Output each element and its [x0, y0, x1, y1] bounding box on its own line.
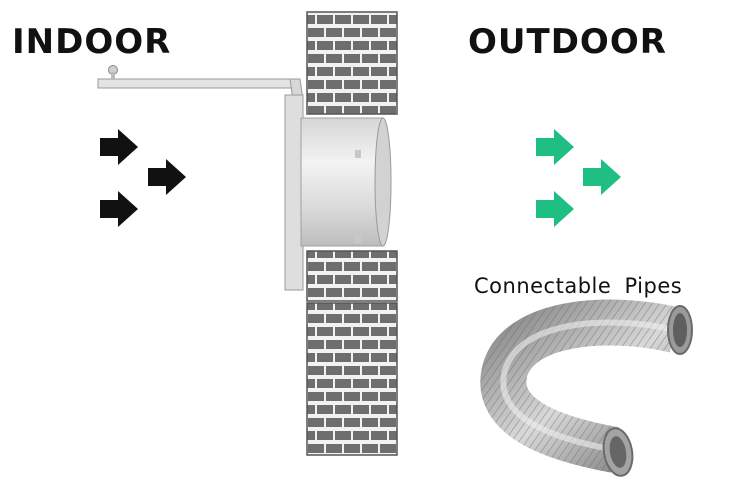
- outdoor-arrows: [536, 129, 621, 227]
- brick-wall-lower: [306, 302, 398, 456]
- outdoor-label: OUTDOOR: [468, 22, 667, 62]
- brick-wall-upper: [306, 11, 398, 115]
- flexible-pipe-image: [480, 299, 693, 477]
- fan-flange-plate: [284, 94, 304, 291]
- fan-mount-arm: [97, 65, 304, 101]
- fan-tube: [300, 117, 392, 247]
- indoor-label: INDOOR: [12, 22, 172, 62]
- connectable-pipes-label: Connectable Pipes: [474, 274, 683, 298]
- indoor-arrows: [100, 129, 186, 227]
- brick-wall-middle: [306, 250, 398, 302]
